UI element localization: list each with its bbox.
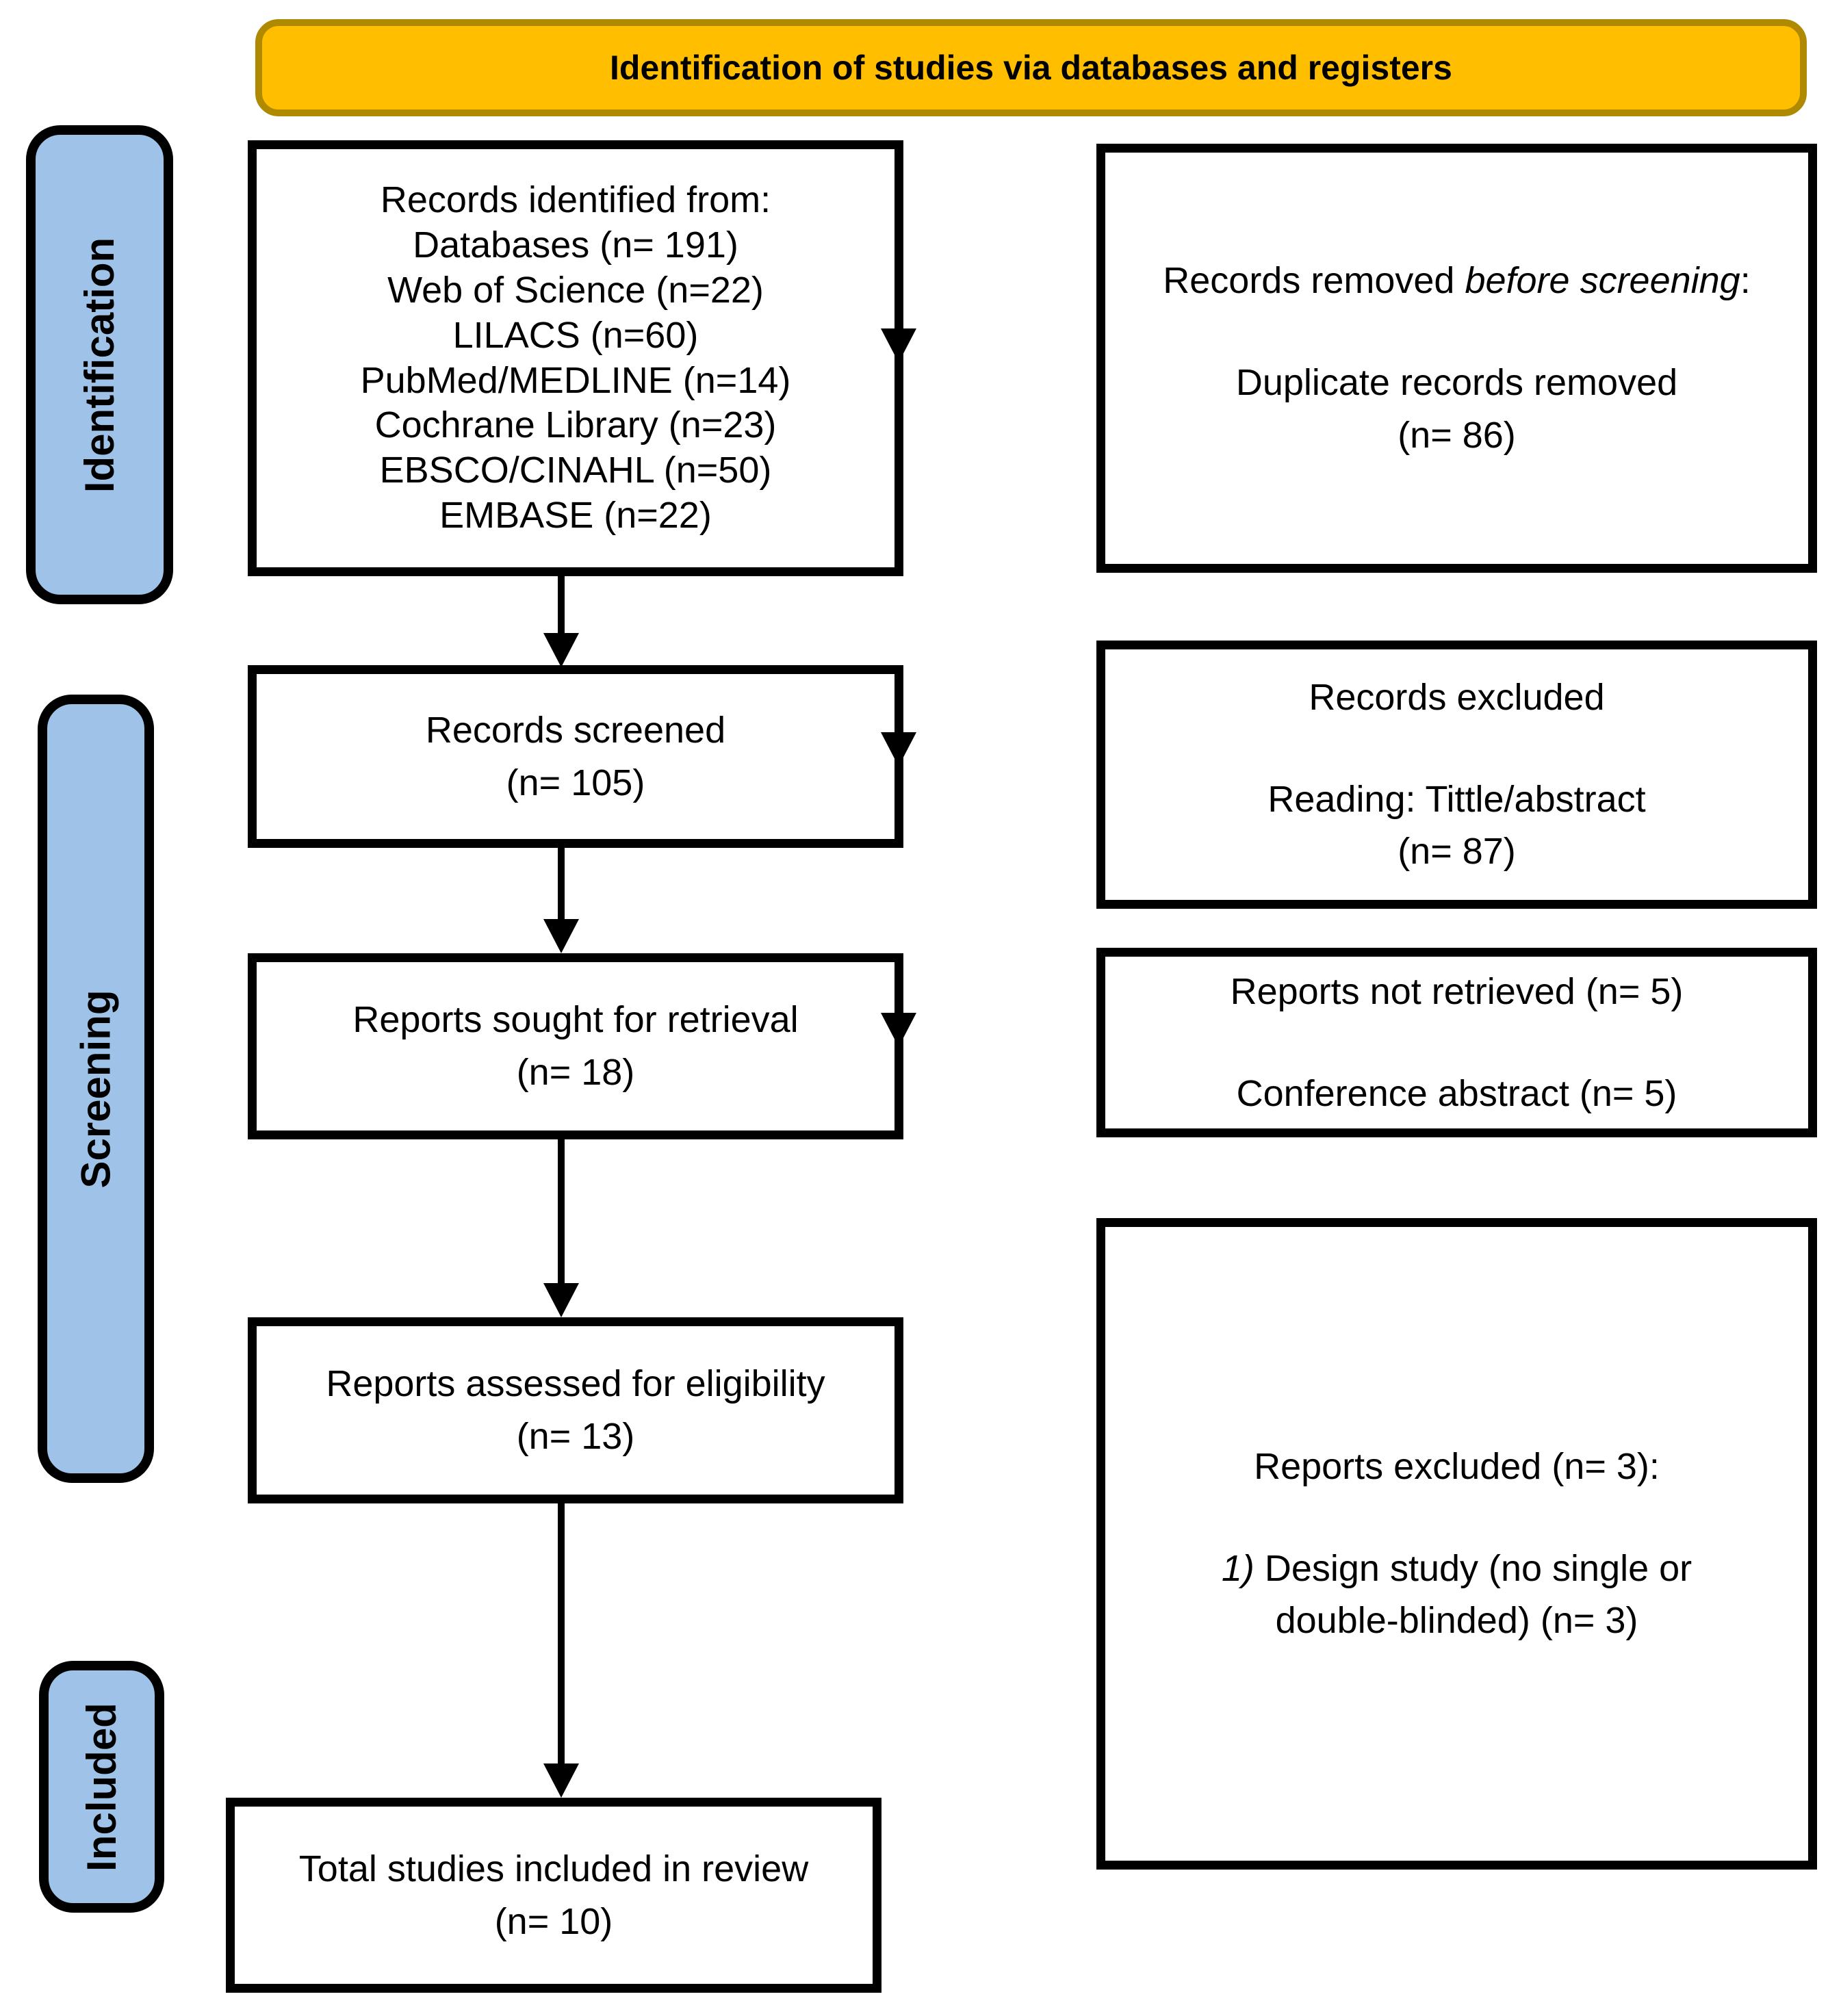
box-line: (n= 13) bbox=[516, 1416, 635, 1457]
arrow-down-icon bbox=[543, 1763, 579, 1798]
arrow-down-icon bbox=[543, 633, 579, 667]
box-line: Reports not retrieved (n= 5) bbox=[1230, 970, 1684, 1012]
box-line: Databases (n= 191) bbox=[413, 224, 738, 266]
box-line: PubMed/MEDLINE (n=14) bbox=[360, 359, 791, 401]
connector-line-3 bbox=[558, 1136, 565, 1287]
box-line-text: Design study (no single or bbox=[1254, 1547, 1692, 1589]
box-reports-assessed: Reports assessed for eligibility (n= 13) bbox=[248, 1317, 903, 1503]
box-line: Records screened bbox=[425, 709, 726, 751]
box-line: Web of Science (n=22) bbox=[387, 269, 764, 311]
box-line: Reports sought for retrieval bbox=[352, 999, 799, 1041]
box-line-italic-text: before screening bbox=[1465, 260, 1740, 302]
box-line: Records removed before screening: bbox=[1163, 255, 1750, 307]
arrow-down-icon bbox=[881, 328, 916, 363]
box-line: 1) Design study (no single or bbox=[1222, 1542, 1692, 1595]
box-line: Total studies included in review bbox=[298, 1848, 809, 1889]
box-line: (n= 18) bbox=[516, 1052, 635, 1093]
box-records-removed: Records removed before screening: Duplic… bbox=[1096, 144, 1817, 573]
box-line: double-blinded) (n= 3) bbox=[1275, 1600, 1638, 1642]
box-studies-included: Total studies included in review (n= 10) bbox=[226, 1798, 881, 1993]
arrow-down-icon bbox=[543, 1283, 579, 1317]
box-line-text: : bbox=[1740, 260, 1751, 302]
box-line: (n= 86) bbox=[1398, 414, 1516, 456]
stage-label-included-text: Included bbox=[79, 1702, 125, 1872]
connector-line-4 bbox=[558, 1500, 565, 1767]
box-records-excluded: Records excluded Reading: Tittle/abstrac… bbox=[1096, 641, 1817, 909]
box-reports-excluded: Reports excluded (n= 3): 1) Design study… bbox=[1096, 1218, 1817, 1870]
box-line-text: Records removed bbox=[1163, 260, 1465, 302]
box-line: Conference abstract (n= 5) bbox=[1236, 1072, 1677, 1114]
box-reports-sought: Reports sought for retrieval (n= 18) bbox=[248, 953, 903, 1139]
connector-line-2 bbox=[558, 845, 565, 922]
arrow-down-icon bbox=[881, 732, 916, 766]
box-line: Records identified from: bbox=[380, 179, 771, 220]
arrow-down-icon bbox=[881, 1013, 916, 1047]
banner: Identification of studies via databases … bbox=[255, 19, 1807, 116]
box-line: Reports excluded (n= 3): bbox=[1254, 1445, 1660, 1487]
box-records-screened: Records screened (n= 105) bbox=[248, 665, 903, 848]
connector-line-1 bbox=[558, 571, 565, 636]
box-line: Duplicate records removed bbox=[1235, 362, 1678, 404]
box-line: LILACS (n=60) bbox=[452, 314, 699, 356]
box-line: Reports assessed for eligibility bbox=[326, 1363, 825, 1405]
box-line: Cochrane Library (n=23) bbox=[374, 404, 777, 446]
banner-title: Identification of studies via databases … bbox=[610, 49, 1452, 87]
box-line: (n= 10) bbox=[494, 1900, 613, 1942]
box-line-italic-text: 1) bbox=[1221, 1547, 1254, 1589]
box-line: (n= 105) bbox=[506, 762, 645, 803]
box-reports-not-retrieved: Reports not retrieved (n= 5) Conference … bbox=[1096, 948, 1817, 1137]
box-line: EBSCO/CINAHL (n=50) bbox=[379, 450, 772, 491]
stage-label-screening: Screening bbox=[38, 695, 154, 1483]
arrow-down-icon bbox=[543, 919, 579, 953]
box-line: Reading: Tittle/abstract bbox=[1267, 778, 1646, 820]
stage-label-screening-text: Screening bbox=[73, 989, 119, 1189]
stage-label-included: Included bbox=[39, 1661, 164, 1913]
box-line: EMBASE (n=22) bbox=[439, 495, 712, 537]
stage-label-identification: Identification bbox=[26, 125, 173, 604]
box-records-identified: Records identified from: Databases (n= 1… bbox=[248, 140, 903, 576]
box-line: Records excluded bbox=[1309, 676, 1605, 718]
box-line: (n= 87) bbox=[1398, 831, 1516, 873]
stage-label-identification-text: Identification bbox=[77, 237, 123, 493]
